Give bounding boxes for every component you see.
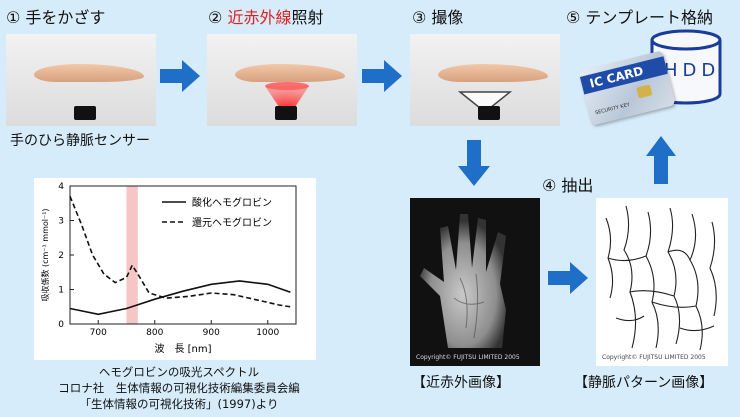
nir-hand-image: Copyright© FUJITSU LIMITED 2005: [410, 198, 540, 366]
capture-arrow-down-icon: [458, 91, 512, 113]
step3-title: ③ 撮像: [412, 8, 464, 27]
x-axis-label: 波 長 [nm]: [154, 342, 211, 355]
hand-image: [438, 64, 548, 82]
x-tick-label: 700: [90, 328, 107, 338]
absorption-chart-svg: 0 1 2 3 4 700 800 900 1000 波 長 [nm] 吸収係数 (cm⁻¹ mmo…: [40, 182, 297, 355]
nir-illumination-photo: [207, 34, 357, 126]
vein-lines: [605, 205, 717, 351]
legend-label-2: 還元ヘモグロビン: [192, 216, 272, 229]
sensor-caption: 手のひら静脈センサー: [10, 133, 150, 149]
hand-image: [235, 64, 345, 82]
reference-line1: ヘモグロビンの吸光スペクトル: [98, 365, 260, 379]
capture-photo: [410, 34, 560, 126]
ic-card-icon: IC CARD SECURITY KEY: [578, 50, 676, 126]
y-tick-label: 4: [58, 182, 64, 192]
highlight-band: [126, 186, 138, 324]
step2-suffix: 照射: [291, 8, 324, 27]
vein-image-caption: 【静脈パターン画像】: [574, 375, 714, 391]
ic-card-chip: [636, 84, 653, 99]
step1-title: ① 手をかざす: [6, 8, 106, 27]
series-line-1: [69, 280, 291, 316]
arrow-down-icon: [458, 140, 490, 186]
y-tick-label: 1: [58, 286, 64, 296]
x-tick-label: 800: [146, 328, 163, 338]
x-tick-label: 1000: [256, 328, 279, 338]
sensor-device: [478, 106, 500, 120]
step2-prefix: ②: [208, 8, 228, 27]
security-key-label: SECURITY KEY: [594, 101, 631, 117]
nir-copyright: Copyright© FUJITSU LIMITED 2005: [416, 354, 520, 361]
arrow-right-icon: [548, 262, 588, 294]
series-line-2: [69, 195, 291, 308]
hand-over-sensor-photo: [6, 34, 156, 126]
nir-light-cone-icon: [265, 82, 309, 110]
arrow-right-icon: [362, 60, 402, 92]
y-tick-label: 2: [58, 251, 64, 261]
y-axis-label: 吸収係数 (cm⁻¹ mmol⁻¹): [40, 208, 50, 301]
y-tick-label: 3: [58, 217, 64, 227]
vein-pattern-image: Copyright© FUJITSU LIMITED 2005: [596, 198, 728, 366]
legend-label-1: 酸化ヘモグロビン: [192, 196, 272, 209]
reference-line2: コロナ社 生体情報の可視化技術編集委員会編: [58, 381, 300, 395]
y-tick-label: 0: [58, 320, 64, 330]
x-tick-label: 900: [203, 328, 220, 338]
sensor-device: [275, 106, 297, 120]
nir-hand-shape: [420, 214, 506, 348]
sensor-device: [74, 106, 96, 120]
arrow-up-icon: [646, 136, 676, 184]
step4-title: ④ 抽出: [542, 176, 594, 195]
hand-image: [34, 64, 144, 82]
absorption-chart: 0 1 2 3 4 700 800 900 1000 波 長 [nm] 吸収係数 (cm⁻¹ mmo…: [34, 178, 316, 360]
hdd-label: HDD: [664, 60, 721, 81]
step5-title: ⑤ テンプレート格納: [566, 8, 713, 27]
vein-copyright: Copyright© FUJITSU LIMITED 2005: [602, 354, 706, 361]
step2-red-label: 近赤外線: [227, 8, 292, 27]
arrow-right-icon: [160, 60, 200, 92]
step2-title: ② 近赤外線照射: [208, 4, 323, 28]
reference-line3: 「生体情報の可視化技術」(1997)より: [79, 397, 279, 411]
nir-image-caption: 【近赤外画像】: [412, 375, 510, 391]
